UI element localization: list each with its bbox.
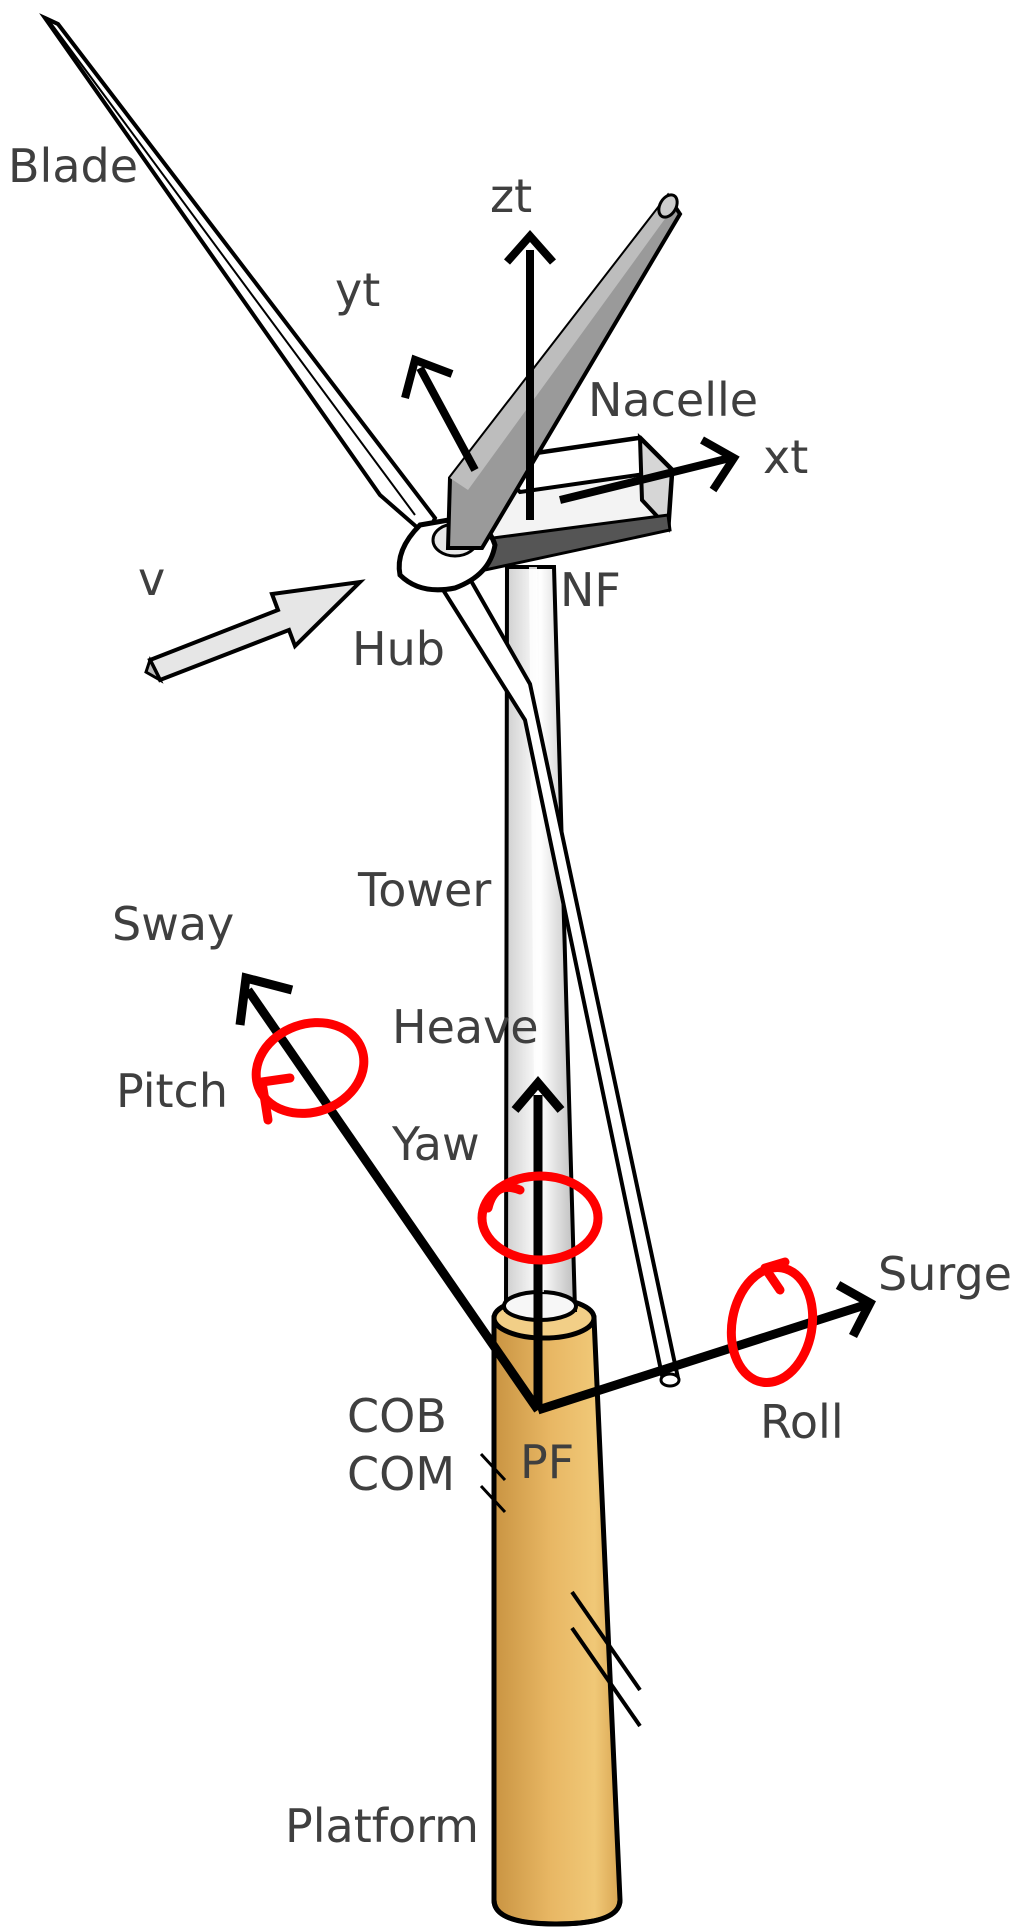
roll-rotation-icon [726, 1257, 818, 1388]
pitch-rotation-icon [251, 1018, 369, 1125]
label-roll: Roll [760, 1395, 844, 1449]
heave-arrowhead [511, 1076, 565, 1113]
blade-upper-right [445, 192, 683, 550]
label-platform: Platform [285, 1799, 479, 1853]
wind-arrow [144, 579, 366, 684]
label-heave: Heave [392, 1000, 539, 1054]
labels: Blade zt yt Nacelle xt v NF Hub Tower Sw… [8, 139, 1012, 1853]
label-pf: PF [520, 1435, 574, 1489]
zt-arrowhead [504, 229, 556, 265]
platform [479, 1295, 642, 1927]
yt-axis [416, 366, 479, 472]
surge-arrowhead [835, 1281, 876, 1339]
label-nacelle: Nacelle [588, 373, 758, 427]
turbine-axes [401, 229, 740, 520]
label-sway: Sway [112, 897, 234, 951]
label-yaw: Yaw [391, 1117, 480, 1171]
label-v: v [138, 552, 165, 606]
rotation-indicators [251, 1018, 818, 1388]
label-hub: Hub [352, 622, 445, 676]
xt-arrowhead [700, 436, 740, 493]
label-cob: COB [347, 1389, 447, 1443]
label-nf: NF [560, 563, 621, 617]
xt-axis [559, 454, 731, 504]
label-blade: Blade [8, 139, 138, 193]
label-zt: zt [490, 169, 532, 223]
label-xt: xt [763, 430, 808, 484]
label-yt: yt [335, 263, 380, 317]
label-tower: Tower [357, 863, 491, 917]
sway-axis [244, 987, 542, 1413]
yaw-rotation-icon [477, 1171, 603, 1265]
label-com: COM [347, 1447, 455, 1501]
label-pitch: Pitch [116, 1064, 228, 1118]
label-surge: Surge [878, 1247, 1012, 1301]
sway-arrowhead [235, 972, 294, 1026]
yt-arrowhead [401, 354, 454, 400]
